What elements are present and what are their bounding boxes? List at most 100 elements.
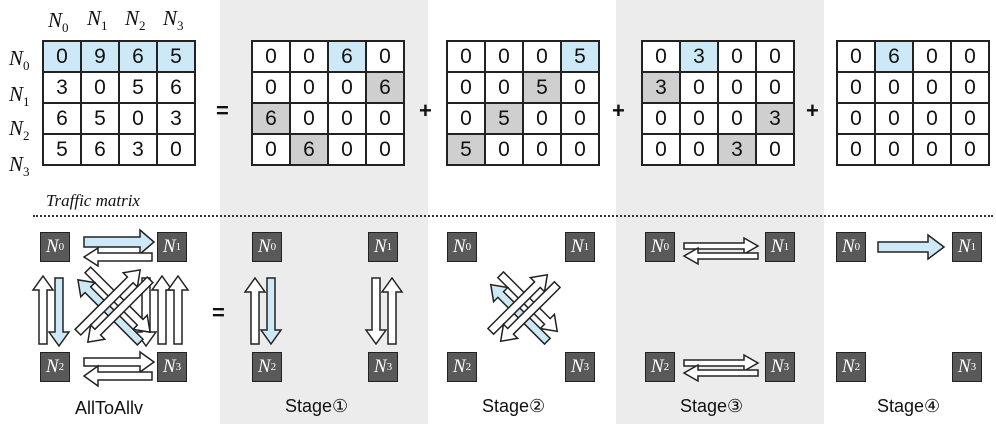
matrix-cell: 0: [252, 134, 290, 165]
arrow-n2-to-n0: [31, 274, 55, 345]
arrow-n1-to-n3: [134, 277, 158, 348]
matrix-cell: 3: [43, 72, 81, 103]
matrix-cell: 0: [328, 103, 366, 134]
matrix-cell: 0: [366, 41, 404, 72]
traffic-matrix-caption: Traffic matrix: [46, 191, 140, 210]
matrix-cell: 0: [485, 41, 523, 72]
matrix-cell: 6: [875, 41, 913, 72]
stage3-arrow-n2-to-n3: [683, 353, 760, 373]
matrix-cell: 6: [290, 134, 328, 165]
stage3-arrow-n1-to-n0: [682, 246, 759, 266]
stage3-arrow-n3-to-n2: [682, 363, 759, 383]
matrix-cell: 0: [718, 103, 756, 134]
arrow-diag-d: [86, 275, 154, 343]
matrix-cell: 5: [561, 41, 599, 72]
matrix-cell: 0: [81, 72, 119, 103]
stage1-arrow-n0-to-n2: [259, 277, 283, 346]
stage-3-caption: Stage③: [680, 396, 744, 416]
matrix-cell: 3: [642, 72, 680, 103]
matrix-cell: 0: [680, 72, 718, 103]
matrix-cell: 0: [485, 134, 523, 165]
plus-sign-3: +: [806, 98, 819, 123]
matrix-cell: 0: [642, 41, 680, 72]
matrix-cell: 0: [756, 72, 794, 103]
matrix-cell: 0: [913, 41, 951, 72]
matrix-cell: 3: [119, 134, 157, 165]
arrow-n3-to-n2: [82, 364, 153, 388]
matrix-cell: 0: [447, 72, 485, 103]
matrix-cell: 0: [913, 134, 951, 165]
matrix-cell: 0: [680, 134, 718, 165]
matrix-cell: 0: [561, 134, 599, 165]
row-label-n3: N3: [9, 152, 30, 180]
col-label-n1: N1: [87, 6, 108, 34]
matrix-cell: 6: [119, 41, 157, 72]
matrix-cell: 0: [837, 72, 875, 103]
matrix-cell: 0: [913, 103, 951, 134]
matrix-cell: 0: [837, 134, 875, 165]
matrix-cell: 0: [485, 72, 523, 103]
matrix-cell: 0: [290, 103, 328, 134]
matrix-cell: 0: [328, 134, 366, 165]
stage1-arrow-n1-to-n3: [364, 277, 388, 346]
matrix-cell: 0: [523, 41, 561, 72]
matrix-cell: 0: [680, 103, 718, 134]
matrix-cell: 0: [718, 72, 756, 103]
matrix-cell: 3: [756, 103, 794, 134]
stage3-arrow-n0-to-n1: [683, 236, 760, 256]
matrix-cell: 0: [366, 134, 404, 165]
col-label-n3: N3: [163, 6, 184, 34]
matrix-cell: 6: [81, 134, 119, 165]
separator-dotted-line: [33, 215, 993, 217]
stage4-arrow-n0-to-n1: [877, 233, 946, 261]
matrix-cell: 0: [642, 134, 680, 165]
stage-2-caption: Stage②: [482, 396, 546, 416]
equals-sign-top: =: [216, 98, 229, 123]
matrix-cell: 0: [366, 103, 404, 134]
matrix-cell: 6: [43, 103, 81, 134]
matrix-cell: 9: [81, 41, 119, 72]
stage-1-caption: Stage①: [285, 396, 349, 416]
arrow-diag-c: [74, 269, 142, 337]
matrix-cell: 0: [756, 41, 794, 72]
matrix-cell: 6: [157, 72, 195, 103]
row-label-n1: N1: [9, 82, 30, 110]
matrix-cell: 0: [523, 103, 561, 134]
matrix-cell: 5: [43, 134, 81, 165]
matrix-cell: 0: [875, 103, 913, 134]
equals-sign-bottom: =: [212, 300, 225, 325]
matrix-cell: 5: [81, 103, 119, 134]
arrow-n0-to-n1: [83, 228, 156, 256]
matrix-cell: 0: [951, 103, 989, 134]
matrix-cell: 0: [523, 134, 561, 165]
matrix-cell: 0: [447, 41, 485, 72]
matrix-cell: 6: [328, 41, 366, 72]
matrix-cell: 5: [157, 41, 195, 72]
col-label-n2: N2: [125, 6, 146, 34]
arrow-n3-to-n1: [150, 274, 174, 345]
arrow-n1-to-n0: [82, 246, 153, 268]
arrow-diag-b: [77, 278, 145, 346]
plus-sign-2: +: [612, 98, 625, 123]
stage2-arrow-diag-d: [499, 280, 562, 343]
matrix-cell: 3: [680, 41, 718, 72]
matrix-cell: 0: [875, 72, 913, 103]
matrix-cell: 6: [252, 103, 290, 134]
matrix-cell: 0: [157, 134, 195, 165]
matrix-cell: 6: [366, 72, 404, 103]
col-label-n0: N0: [48, 8, 69, 36]
